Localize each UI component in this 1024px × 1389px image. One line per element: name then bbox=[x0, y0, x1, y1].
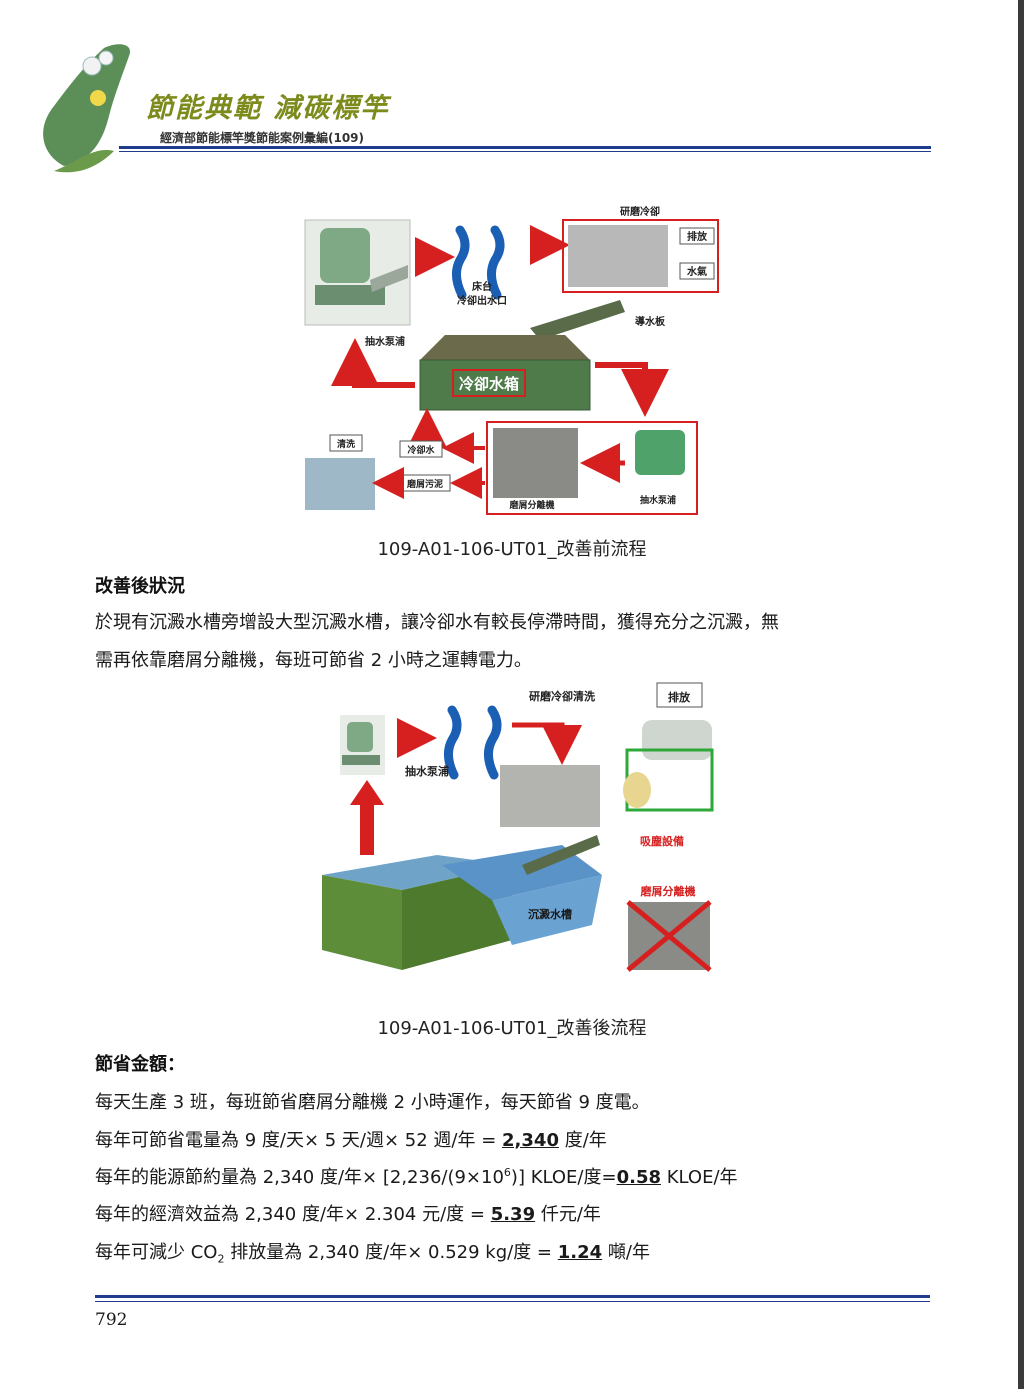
sludge-label: 磨屑污泥 bbox=[406, 478, 443, 490]
arrow-tank-to-pump2 bbox=[595, 362, 669, 417]
savings-line4-value: 5.39 bbox=[490, 1204, 536, 1225]
cleaning-photo bbox=[305, 458, 375, 510]
savings-line5-sub: 2 bbox=[217, 1252, 225, 1266]
sediment-tank-body bbox=[492, 875, 602, 945]
grinding-cooling-label: 研磨冷卻 bbox=[620, 205, 660, 218]
dust-blower bbox=[642, 720, 712, 760]
savings-line2-pre: 每年可節省電量為 9 度/天× 5 天/週× 52 週/年 = bbox=[95, 1130, 503, 1151]
separator-label: 磨屑分離機 bbox=[508, 499, 554, 511]
nozzle-2 bbox=[487, 225, 505, 300]
header-rule bbox=[119, 146, 931, 149]
header-rule-thin bbox=[119, 151, 931, 152]
nozzle-3 bbox=[444, 705, 462, 780]
crossed-out-icon bbox=[626, 900, 712, 972]
arrow-tank-to-pump bbox=[331, 338, 415, 388]
before-flow-diagram: 床台 冷卻出水口 研磨冷卻 排放 水氣 導水板 冷卻水箱 抽水泵浦 清洗 冷卻水… bbox=[304, 205, 719, 515]
grinder-photo-2 bbox=[500, 765, 600, 827]
clean-box bbox=[329, 434, 363, 452]
page-number: 792 bbox=[95, 1310, 128, 1330]
tank-label: 冷卻水箱 bbox=[459, 375, 519, 393]
section-after-heading: 改善後狀況 bbox=[95, 576, 185, 597]
discharge-label: 排放 bbox=[687, 230, 708, 243]
figure1-caption: 109-A01-106-UT01_改善前流程 bbox=[377, 539, 647, 560]
arrow-nozzle-to-grinder-2 bbox=[512, 722, 582, 765]
pump2-photo bbox=[635, 430, 685, 475]
savings-line3-pre: 每年的能源節約量為 2,340 度/年× [2,236/(9×10 bbox=[95, 1167, 504, 1188]
guide-plate-2 bbox=[522, 835, 600, 875]
tank-top bbox=[420, 335, 590, 360]
header-subtitle: 經濟部節能標竿獎節能案例彙編(109) bbox=[160, 131, 365, 145]
guide-plate-label: 導水板 bbox=[635, 315, 666, 328]
page-header: 節能典範 減碳標竿 經濟部節能標竿獎節能案例彙編(109) bbox=[24, 36, 934, 186]
tank-body bbox=[419, 359, 591, 411]
savings-line5-mid: 排放量為 2,340 度/年× 0.529 kg/度 = bbox=[224, 1242, 558, 1263]
after-flow-diagram: 抽水泵浦 研磨冷卻清洗 排放 吸塵設備 沉澱水槽 磨屑分離機 bbox=[322, 682, 714, 972]
pump-motor bbox=[320, 228, 370, 283]
figure2-caption: 109-A01-106-UT01_改善後流程 bbox=[377, 1018, 647, 1039]
discharge-box-2 bbox=[656, 682, 703, 708]
water-vapor-box bbox=[679, 262, 715, 280]
savings-line3-mid: )] KLOE/度= bbox=[510, 1167, 617, 1188]
savings-line5-value: 1.24 bbox=[557, 1242, 603, 1263]
pump-bottom-label: 抽水泵浦 bbox=[640, 494, 676, 506]
section-after-line2: 需再依靠磨屑分離機，每班可節省 2 小時之運轉電力。 bbox=[95, 650, 532, 671]
water-vapor-label: 水氣 bbox=[686, 265, 707, 278]
header-title: 節能典範 減碳標竿 bbox=[146, 93, 390, 124]
arrow-tank-to-pump-up bbox=[350, 780, 384, 855]
pump-base bbox=[315, 285, 385, 305]
grinding-clean-label: 研磨冷卻清洗 bbox=[529, 689, 595, 703]
savings-line2-post: 度/年 bbox=[558, 1130, 607, 1151]
savings-line5-pre: 每年可減少 CO bbox=[95, 1242, 218, 1263]
savings-line3-post: KLOE/年 bbox=[661, 1167, 738, 1188]
section-after-line1: 於現有沉澱水槽旁增設大型沉澱水槽，讓冷卻水有較長停滯時間，獲得充分之沉澱，無 bbox=[95, 612, 779, 633]
separator-photo bbox=[493, 428, 578, 498]
savings-line4: 每年的經濟效益為 2,340 度/年× 2.304 元/度 = 5.39 仟元/… bbox=[95, 1200, 601, 1226]
savings-line2-value: 2,340 bbox=[502, 1130, 559, 1151]
separator-label-2: 磨屑分離機 bbox=[640, 884, 696, 898]
settling-tank-front bbox=[322, 875, 402, 970]
tank-label-box bbox=[452, 369, 526, 397]
savings-line1: 每天生產 3 班，每班節省磨屑分離機 2 小時運作，每天節省 9 度電。 bbox=[95, 1092, 650, 1113]
cooling-water-label: 冷卻水 bbox=[407, 444, 435, 456]
dust-label: 吸塵設備 bbox=[640, 834, 684, 848]
bed-outlet-label-2: 冷卻出水口 bbox=[457, 294, 507, 307]
pump-motor-2 bbox=[347, 722, 373, 752]
taiwan-emblem-icon bbox=[43, 44, 130, 173]
footer-rule-thin bbox=[95, 1301, 930, 1302]
discharge-label-2: 排放 bbox=[668, 690, 691, 704]
savings-line5: 每年可減少 CO2 排放量為 2,340 度/年× 0.529 kg/度 = 1… bbox=[95, 1238, 650, 1266]
bed-outlet-label-1: 床台 bbox=[472, 280, 492, 293]
savings-line3-sup: 6 bbox=[503, 1166, 511, 1179]
grinder-box bbox=[562, 219, 719, 293]
savings-line5-post: 噸/年 bbox=[602, 1242, 650, 1263]
clean-label: 清洗 bbox=[337, 438, 355, 450]
nozzle-1 bbox=[452, 225, 470, 300]
savings-line4-pre: 每年的經濟效益為 2,340 度/年× 2.304 元/度 = bbox=[95, 1204, 491, 1225]
page-edge-rule bbox=[1018, 0, 1024, 1389]
pump-base-2 bbox=[342, 755, 380, 765]
footer-rule bbox=[95, 1295, 930, 1298]
grinder-photo bbox=[568, 225, 668, 287]
separator-box bbox=[486, 421, 698, 515]
pump-label-2: 抽水泵浦 bbox=[405, 764, 449, 778]
nozzle-4 bbox=[484, 705, 502, 780]
guide-plate bbox=[530, 300, 625, 340]
savings-heading: 節省金額： bbox=[95, 1054, 185, 1075]
savings-line2: 每年可節省電量為 9 度/天× 5 天/週× 52 週/年 = 2,340 度/… bbox=[95, 1126, 607, 1152]
savings-line3: 每年的能源節約量為 2,340 度/年× [2,236/(9×106)] KLO… bbox=[95, 1163, 738, 1189]
pump-top-label: 抽水泵浦 bbox=[365, 335, 405, 348]
pump-spout bbox=[370, 265, 408, 292]
discharge-box bbox=[679, 227, 715, 245]
dust-hose bbox=[623, 772, 651, 808]
sediment-label: 沉澱水槽 bbox=[528, 907, 572, 921]
savings-line3-value: 0.58 bbox=[616, 1167, 661, 1188]
savings-line4-post: 仟元/年 bbox=[535, 1204, 601, 1225]
